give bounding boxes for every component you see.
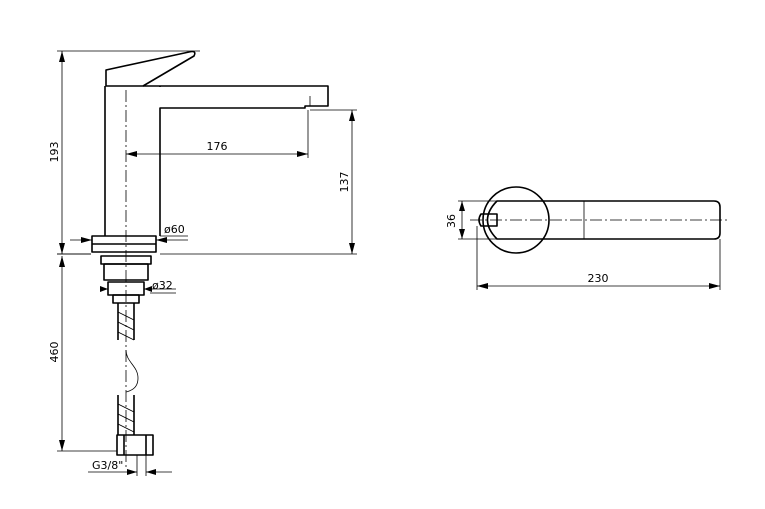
handle-lever (105, 50, 196, 87)
dim-outlet-height: 137 (338, 172, 351, 193)
hose-connector (116, 434, 154, 456)
dim-spout-reach: 176 (207, 140, 228, 153)
side-view: 193 176 137 ø60 ø32 460 (48, 50, 357, 476)
tap-body-spout (104, 85, 329, 236)
top-view: 36 230 (445, 186, 728, 290)
dim-top-view-length: 230 (588, 272, 609, 285)
dim-handle-width: 36 (445, 214, 458, 228)
dim-hose-length: 460 (48, 342, 61, 363)
dim-total-height: 193 (48, 142, 61, 163)
flexible-hose (117, 303, 135, 435)
dim-connection-thread: G3/8" (92, 459, 123, 472)
dim-base-diameter: ø60 (164, 223, 185, 236)
dim-shank-diameter: ø32 (152, 279, 173, 292)
top-view-body (482, 186, 550, 254)
